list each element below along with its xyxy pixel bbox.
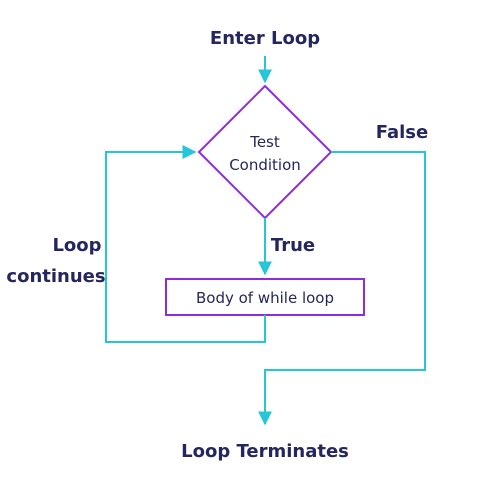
loop-back-connector (105, 145, 266, 343)
test-condition-label-line1: Test (249, 133, 280, 151)
false-branch-connector (258, 151, 426, 426)
loop-continues-label-line2: continues (6, 266, 105, 287)
loop-continues-label-line1: Loop (52, 235, 101, 256)
loop-terminates-label: Loop Terminates (181, 441, 349, 462)
enter-loop-label: Enter Loop (210, 28, 320, 49)
test-condition-diamond (197, 84, 333, 220)
loop-body-box (165, 278, 365, 316)
test-condition-label-line2: Condition (229, 156, 301, 174)
true-label: True (271, 235, 315, 256)
loop-body-label: Body of while loop (196, 289, 334, 307)
false-label: False (376, 122, 428, 143)
